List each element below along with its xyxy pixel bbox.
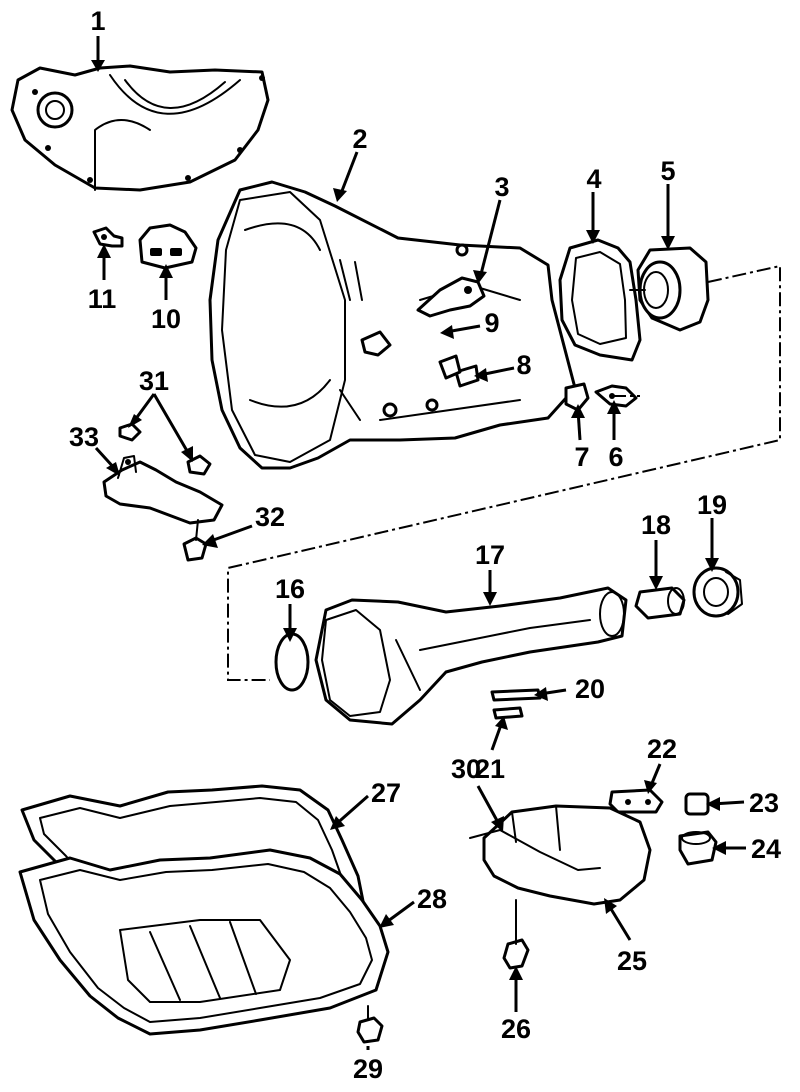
part-extension-housing bbox=[314, 586, 628, 726]
part-crossmember-25 bbox=[469, 804, 652, 906]
callout-5: 5 bbox=[660, 156, 675, 186]
callout-3: 3 bbox=[494, 172, 509, 202]
callout-18: 18 bbox=[641, 510, 671, 540]
callout-23: 23 bbox=[749, 788, 779, 818]
callout-17: 17 bbox=[475, 540, 505, 570]
part-gasket-16 bbox=[274, 632, 310, 692]
assembly-centerlines bbox=[227, 264, 781, 940]
callout-33: 33 bbox=[69, 422, 99, 452]
callout-16: 16 bbox=[275, 574, 305, 604]
part-bolt-32 bbox=[182, 519, 208, 562]
callout-30: 30 bbox=[451, 754, 481, 784]
callout-22: 22 bbox=[647, 734, 677, 764]
callout-6: 6 bbox=[608, 442, 623, 472]
callout-19: 19 bbox=[697, 490, 727, 520]
part-transmission-case bbox=[208, 180, 577, 470]
callout-25: 25 bbox=[617, 946, 647, 976]
part-plug bbox=[454, 364, 480, 388]
part-adapter-plate bbox=[629, 246, 710, 332]
part-bracket bbox=[564, 382, 590, 412]
callout-24: 24 bbox=[751, 834, 781, 864]
callout-20: 20 bbox=[575, 674, 605, 704]
part-seal-19 bbox=[692, 566, 743, 618]
callout-26: 26 bbox=[501, 1014, 531, 1044]
callout-1: 1 bbox=[90, 6, 105, 36]
part-pin-20 bbox=[490, 688, 542, 702]
callout-21: 21 bbox=[475, 754, 505, 784]
part-bushing-18 bbox=[634, 586, 686, 620]
part-plate-22 bbox=[608, 788, 664, 814]
callout-labels: 1 2 3 4 5 6 7 8 9 10 11 16 17 18 19 20 2… bbox=[69, 6, 781, 1084]
callout-32: 32 bbox=[255, 502, 285, 532]
callout-8: 8 bbox=[516, 350, 531, 380]
callout-9: 9 bbox=[484, 308, 499, 338]
callout-2: 2 bbox=[352, 124, 367, 154]
part-mount bbox=[102, 455, 224, 525]
part-bolt-11 bbox=[92, 226, 124, 248]
callout-leaders bbox=[91, 36, 746, 1050]
part-dust-shield bbox=[10, 64, 270, 192]
part-extension-gasket bbox=[558, 238, 642, 362]
part-cover bbox=[138, 223, 198, 270]
part-pin-21 bbox=[492, 706, 524, 720]
part-spacer-23 bbox=[684, 792, 710, 816]
callout-11: 11 bbox=[88, 284, 117, 314]
part-lever bbox=[416, 276, 486, 318]
callout-4: 4 bbox=[586, 164, 601, 194]
part-oil-pan bbox=[18, 848, 390, 1036]
callout-10: 10 bbox=[151, 304, 181, 334]
part-fitting bbox=[438, 354, 462, 380]
callout-31: 31 bbox=[139, 366, 169, 396]
part-bolt-29 bbox=[356, 1005, 384, 1044]
part-bushing-24 bbox=[678, 830, 718, 866]
part-nut-31b bbox=[186, 454, 212, 476]
callout-27: 27 bbox=[371, 778, 401, 808]
callout-29: 29 bbox=[353, 1054, 383, 1084]
callout-28: 28 bbox=[417, 884, 447, 914]
callout-7: 7 bbox=[574, 442, 589, 472]
